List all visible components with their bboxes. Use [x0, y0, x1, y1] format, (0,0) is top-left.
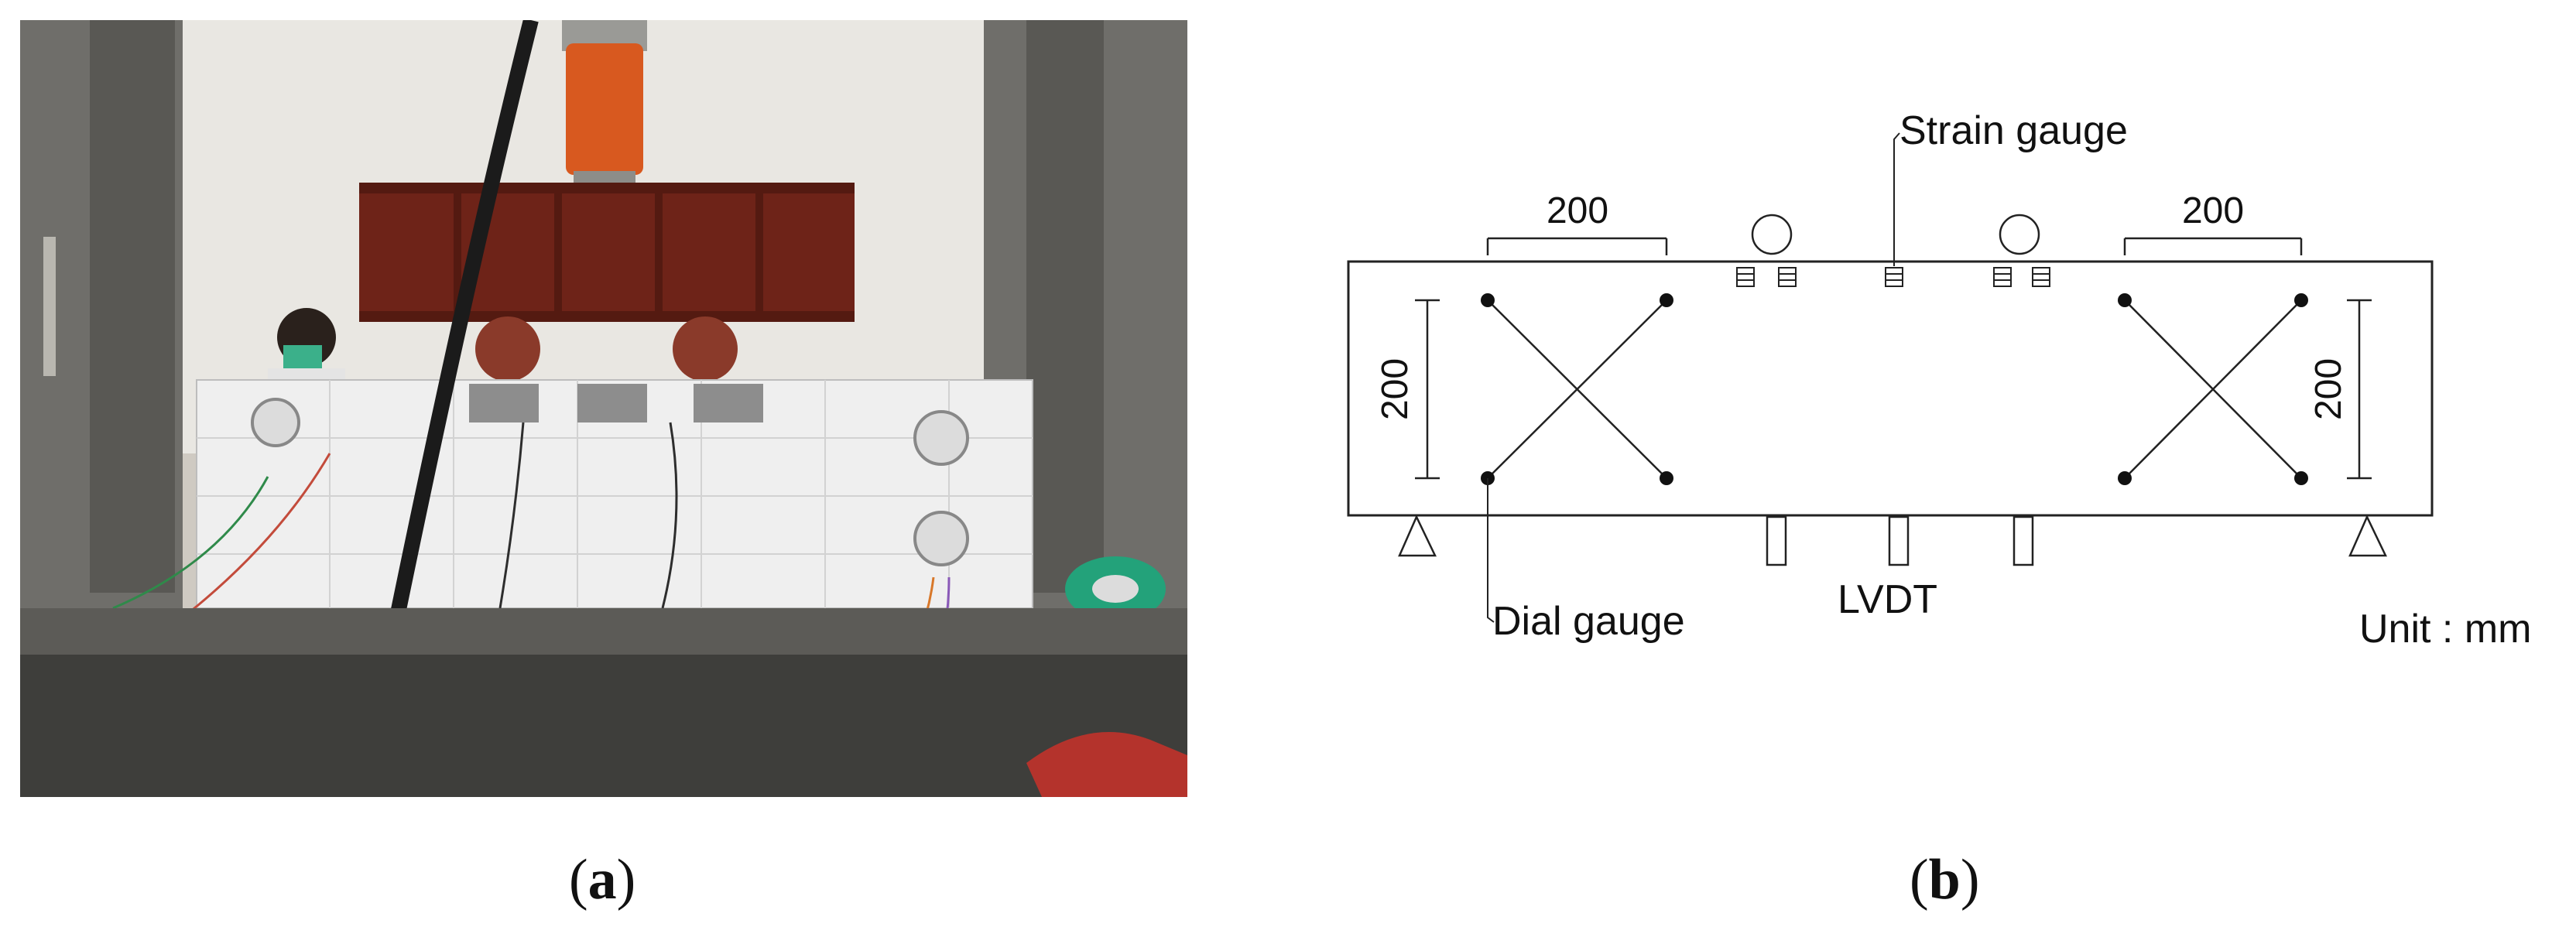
lvdt-center-icon: [1888, 515, 1910, 566]
spreader-beam: [359, 183, 855, 322]
caption-b: (b): [1910, 848, 1980, 912]
gauge-point: [1481, 293, 1495, 307]
strain-gauge-icon-group: [1736, 267, 2050, 287]
dimension-label-right-vertical: 200: [2308, 358, 2349, 420]
lvdt-right-icon: [2012, 515, 2034, 566]
red-glove: [1026, 732, 1187, 797]
dial-gauge-label: Dial gauge: [1492, 599, 1685, 644]
instrumentation-diagram: 200 200 200 200 Strain gauge: [1347, 108, 2531, 652]
gauge-point: [2118, 471, 2132, 485]
gauge-point: [2294, 471, 2308, 485]
gauge-point: [2118, 293, 2132, 307]
dimension-line-right-vertical: [2347, 299, 2372, 480]
strain-gauge-leader: [1893, 132, 1900, 266]
dimension-line-top-right: [2123, 237, 2303, 255]
dimension-label-left-vertical: 200: [1375, 358, 1416, 420]
support-right-icon: [2348, 515, 2387, 557]
lvdt-label: LVDT: [1838, 577, 1937, 622]
dial-gauge-icon: [913, 511, 969, 566]
beam-outline: [1347, 260, 2434, 517]
caption-a-letter: a: [587, 848, 617, 912]
unit-label: Unit : mm: [2359, 607, 2531, 652]
dimension-line-top-left: [1486, 237, 1668, 255]
gauge-point: [2294, 293, 2308, 307]
dial-gauge-icon: [251, 398, 300, 447]
dimension-label-top-right: 200: [2182, 190, 2244, 231]
loading-roller-right: [673, 316, 738, 381]
gauge-point: [1660, 293, 1673, 307]
support-left-icon: [1398, 515, 1437, 557]
strain-gauge-label: Strain gauge: [1899, 108, 2128, 153]
loading-point-left-icon: [1751, 214, 1793, 255]
dimension-label-top-left: 200: [1547, 190, 1608, 231]
dial-gauge-array-right: [2118, 293, 2308, 485]
hydraulic-actuator: [562, 20, 647, 186]
loading-roller-left: [475, 316, 540, 381]
dial-gauge-icon: [913, 410, 969, 466]
caption-a: (a): [569, 848, 636, 912]
left-steel-column: [20, 20, 183, 608]
dial-gauge-leader: [1487, 478, 1495, 623]
test-setup-photo: [20, 20, 1187, 797]
gauge-point: [1660, 471, 1673, 485]
loading-point-right-icon: [1999, 214, 2040, 255]
steel-base-beam: [20, 608, 1187, 797]
lvdt-left-icon: [1766, 515, 1787, 566]
caption-b-letter: b: [1928, 848, 1961, 912]
tape-roll: [1065, 556, 1166, 621]
dial-gauge-array-left: [1481, 293, 1673, 485]
rc-beam-specimen: [196, 379, 1033, 609]
dimension-line-left-vertical: [1415, 299, 1440, 480]
